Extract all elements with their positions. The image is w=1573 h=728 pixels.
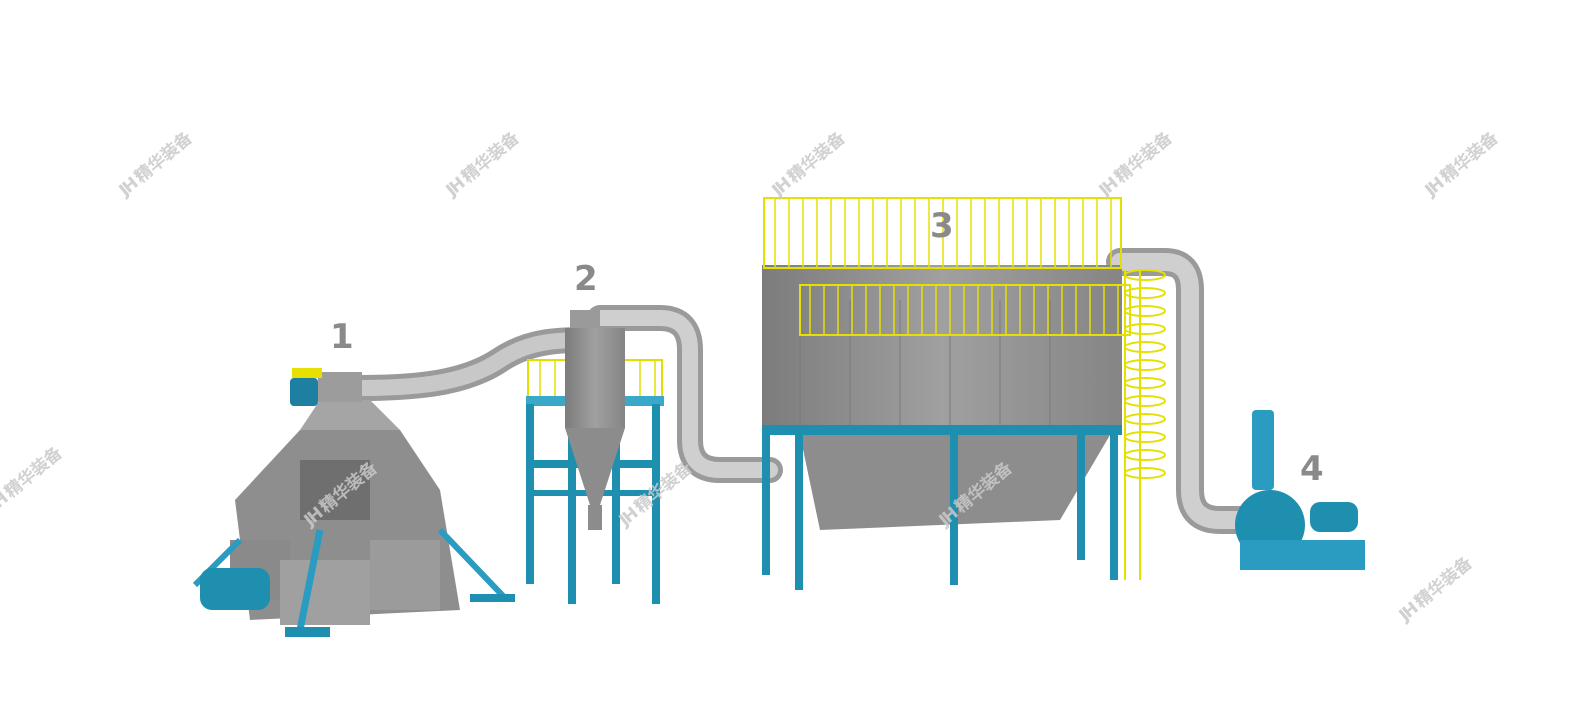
induced-draft-fan bbox=[1235, 410, 1365, 570]
label-3: 3 bbox=[930, 206, 954, 246]
cyclone-separator bbox=[526, 310, 664, 604]
label-2: 2 bbox=[574, 259, 598, 299]
label-4: 4 bbox=[1300, 449, 1324, 489]
bag-dust-collector bbox=[762, 197, 1166, 590]
label-1: 1 bbox=[330, 317, 354, 357]
vertical-mill bbox=[192, 368, 515, 637]
duct-pipes bbox=[347, 248, 1259, 534]
